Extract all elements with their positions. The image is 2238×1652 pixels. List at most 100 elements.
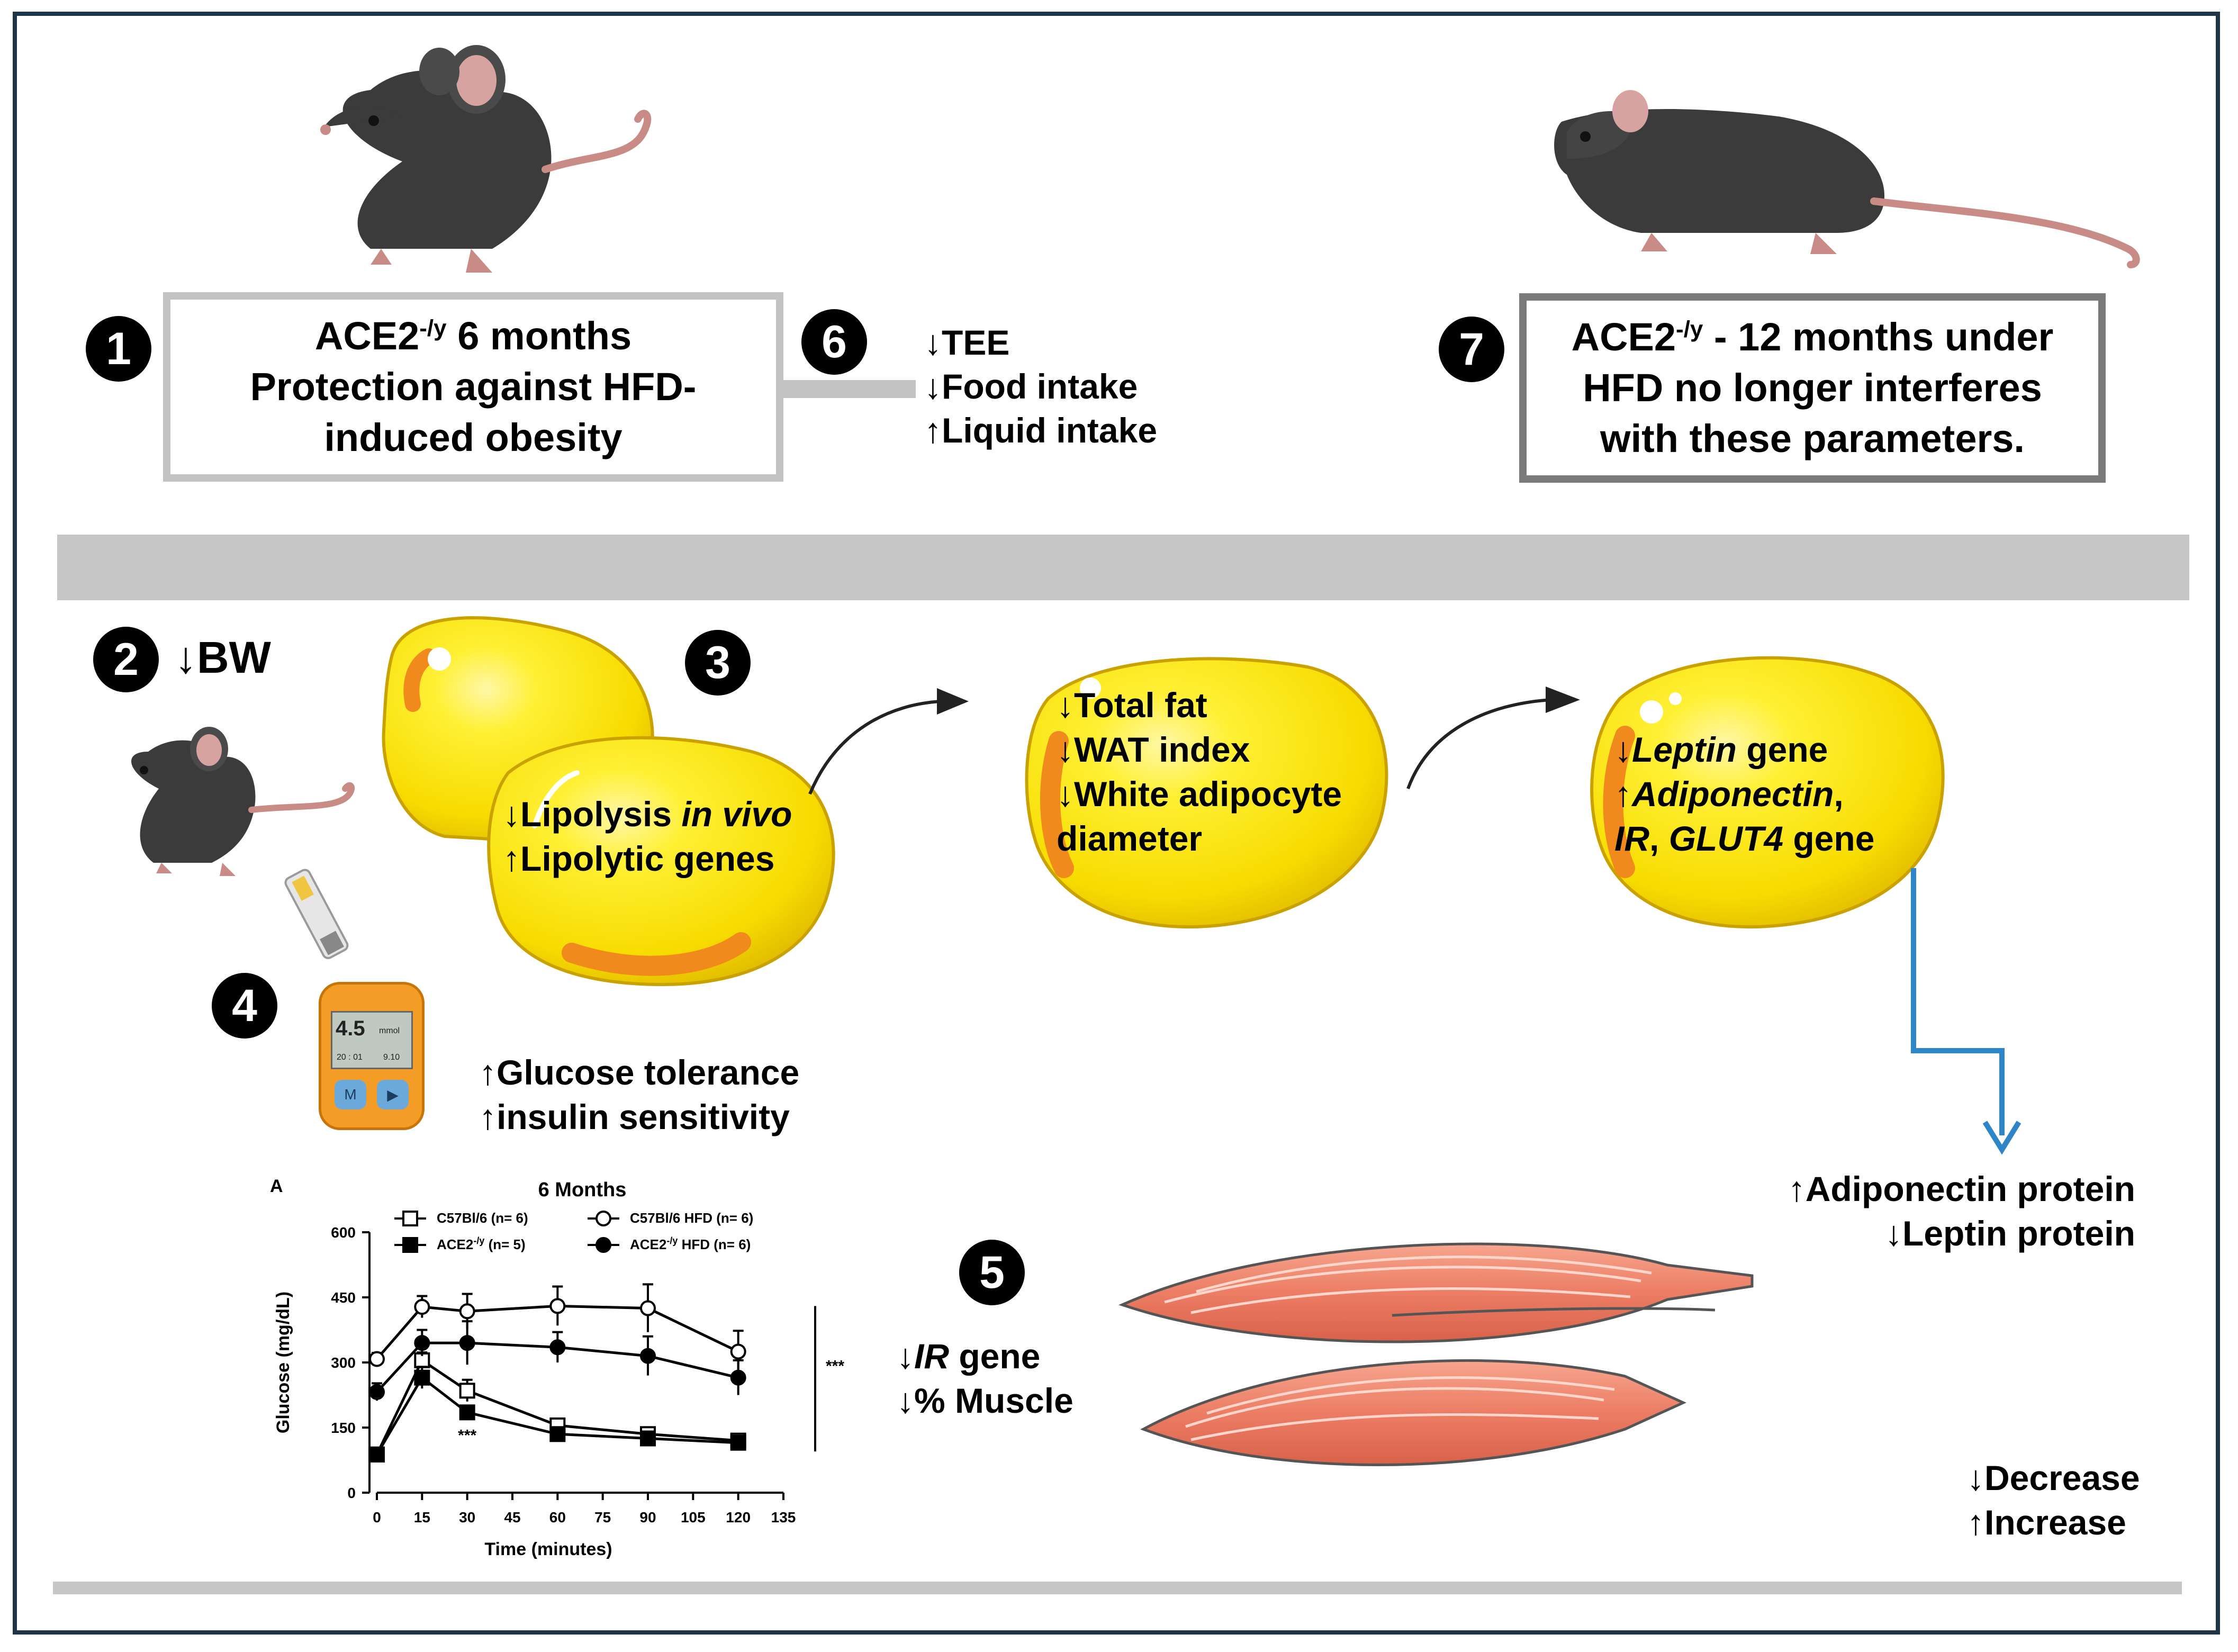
adipocyte-cell-icon: [1025, 657, 1388, 928]
data-point: [402, 1237, 418, 1253]
series-line: [376, 1341, 739, 1393]
step-marker-5: 5: [959, 1240, 1025, 1305]
x-tick-label: 135: [771, 1509, 796, 1525]
effect-tee: ↓TEE: [924, 323, 1010, 362]
chart-title: 6 Months: [538, 1179, 627, 1201]
test-strip-icon: [284, 869, 349, 960]
data-point: [595, 1237, 611, 1253]
bottom-divider-bar: [53, 1582, 2182, 1594]
box7-line3: with these parameters.: [1600, 417, 2025, 461]
panel-label: A: [270, 1176, 283, 1196]
meter-reading: 4.5: [336, 1017, 365, 1040]
x-tick-label: 75: [594, 1509, 611, 1525]
y-tick-label: 600: [331, 1224, 356, 1241]
section-divider-bar: [57, 535, 2189, 600]
adipocyte-diameter-text-2: diameter: [1057, 819, 1203, 858]
x-tick-label: 120: [726, 1509, 751, 1525]
y-tick-label: 300: [331, 1355, 356, 1371]
y-tick-label: 150: [331, 1420, 356, 1436]
muscle-icon: [1140, 1359, 1687, 1466]
mouse-icon: [1554, 90, 2140, 268]
data-point: [640, 1430, 656, 1447]
step-marker-3: 3: [685, 630, 751, 696]
legend-increase: ↑Increase: [1967, 1503, 2126, 1542]
data-point: [459, 1335, 475, 1351]
step-marker-1: 1: [86, 316, 151, 382]
step-marker-4: 4: [212, 973, 277, 1039]
data-point: [730, 1343, 746, 1360]
x-tick-label: 30: [459, 1509, 475, 1525]
meter-button-m: M: [335, 1080, 366, 1109]
meter-date: 9.10: [383, 1053, 400, 1062]
legend-entry: C57Bl/6 (n= 6): [437, 1210, 528, 1226]
x-tick-label: 15: [414, 1509, 430, 1525]
data-point: [369, 1384, 385, 1400]
box1-line1: ACE2-/y 6 months: [314, 314, 632, 358]
adipocyte-cell-icon: [1590, 656, 1945, 928]
mouse-icon: [320, 45, 652, 273]
adiponectin-protein-text: ↑Adiponectin protein: [1788, 1169, 2135, 1208]
legend-entry: ACE2-/y HFD (n= 6): [630, 1235, 751, 1252]
data-point: [459, 1404, 475, 1421]
meter-button-play: ▶: [377, 1080, 409, 1109]
body-weight-label: ↓BW: [175, 633, 271, 682]
legend-entry: C57Bl/6 HFD (n= 6): [630, 1210, 753, 1226]
significance-annotation: ***: [458, 1427, 476, 1445]
step-marker-6: 6: [801, 309, 867, 375]
data-point: [595, 1211, 611, 1226]
adipocyte-diameter-text: ↓White adipocyte: [1057, 774, 1342, 814]
significance-annotation: ***: [826, 1357, 844, 1375]
x-tick-label: 90: [639, 1509, 656, 1525]
data-point: [640, 1300, 656, 1316]
data-point: [640, 1348, 656, 1364]
y-axis-label: Glucose (mg/dL): [273, 1292, 293, 1433]
legend-decrease: ↓Decrease: [1967, 1458, 2140, 1497]
series-line: [376, 1304, 739, 1360]
data-point: [414, 1335, 430, 1351]
data-point: [414, 1299, 430, 1315]
data-point: [549, 1298, 566, 1314]
meter-screen: 4.5 mmol 20 : 01 9.10: [331, 1011, 413, 1069]
data-point: [414, 1369, 430, 1386]
muscle-icon: [1118, 1242, 1754, 1343]
meter-unit: mmol: [379, 1026, 400, 1035]
glucose-meter-icon: 4.5 mmol 20 : 01 9.10 M ▶: [319, 982, 425, 1130]
x-tick-label: 60: [549, 1509, 566, 1525]
lipolysis-text: ↓Lipolysis in vivo: [503, 795, 792, 834]
x-axis-label: Time (minutes): [484, 1539, 612, 1559]
figure-frame: [13, 12, 2220, 1635]
finding-box-6-months: ACE2-/y 6 months Protection against HFD-…: [163, 292, 783, 482]
total-fat-text: ↓Total fat: [1057, 685, 1207, 725]
muscle-percent-text: ↓% Muscle: [897, 1381, 1073, 1420]
data-point: [730, 1434, 746, 1451]
mouse-icon: [131, 727, 355, 876]
box1-line2: Protection against HFD-: [250, 365, 697, 409]
x-tick-label: 0: [373, 1509, 381, 1525]
y-tick-label: 0: [347, 1485, 356, 1501]
legend-entry: ACE2-/y (n= 5): [437, 1235, 526, 1252]
box1-line3: induced obesity: [324, 416, 622, 459]
data-point: [369, 1351, 385, 1367]
data-point: [730, 1369, 746, 1386]
x-tick-label: 105: [681, 1509, 706, 1525]
box1-connector-line: [778, 380, 916, 398]
y-tick-label: 450: [331, 1289, 356, 1306]
glucose-tolerance-text: ↑Glucose tolerance: [479, 1053, 800, 1092]
data-point: [549, 1339, 566, 1356]
insulin-sensitivity-text: ↑insulin sensitivity: [479, 1097, 790, 1136]
series-line: [375, 1375, 738, 1456]
effect-liquid-intake: ↑Liquid intake: [924, 411, 1158, 450]
effect-food-intake: ↓Food intake: [924, 367, 1138, 406]
box7-line2: HFD no longer interferes: [1583, 366, 2042, 410]
wat-index-text: ↓WAT index: [1057, 730, 1250, 769]
data-point: [369, 1446, 385, 1463]
leptin-gene-text: ↓Leptin gene: [1614, 730, 1828, 769]
step-marker-2: 2: [93, 627, 159, 692]
box7-line1: ACE2-/y - 12 months under: [1571, 315, 2054, 359]
finding-box-12-months: ACE2-/y - 12 months under HFD no longer …: [1519, 293, 2106, 483]
adiponectin-gene-text: ↑Adiponectin,: [1614, 774, 1844, 814]
ir-glut4-gene-text: IR, GLUT4 gene: [1614, 819, 1875, 858]
data-point: [402, 1211, 418, 1226]
